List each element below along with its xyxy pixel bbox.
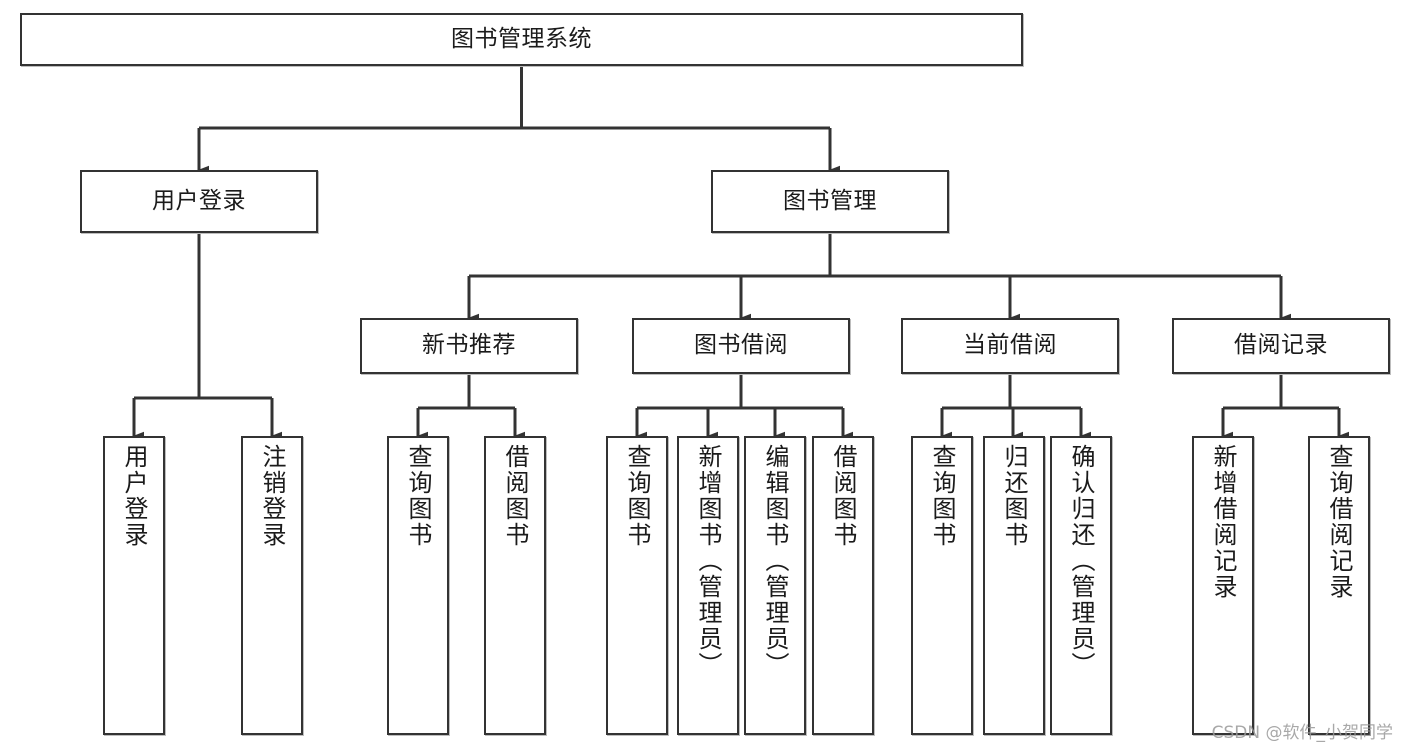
leaf-node-label: 注销登录 — [258, 444, 286, 548]
leaf-node[interactable]: 新增图书（管理员） — [677, 436, 739, 735]
node-current-borrow[interactable]: 当前借阅 — [901, 318, 1119, 374]
node-borrow-record-label: 借阅记录 — [1234, 332, 1328, 359]
node-new-book-recommend[interactable]: 新书推荐 — [360, 318, 578, 374]
node-new-book-recommend-label: 新书推荐 — [422, 332, 516, 359]
leaf-node[interactable]: 编辑图书（管理员） — [744, 436, 806, 735]
node-root[interactable]: 图书管理系统 — [20, 13, 1023, 66]
leaf-node-label: 查询借阅记录 — [1325, 444, 1353, 600]
leaf-node[interactable]: 新增借阅记录 — [1192, 436, 1254, 735]
leaf-node[interactable]: 注销登录 — [241, 436, 303, 735]
node-current-borrow-label: 当前借阅 — [963, 332, 1057, 359]
leaf-node[interactable]: 查询借阅记录 — [1308, 436, 1370, 735]
leaf-node[interactable]: 查询图书 — [606, 436, 668, 735]
leaf-node-label: 编辑图书（管理员） — [761, 444, 789, 678]
node-book-management[interactable]: 图书管理 — [711, 170, 949, 233]
leaf-node-label: 查询图书 — [928, 444, 956, 548]
leaf-node-label: 新增图书（管理员） — [694, 444, 722, 678]
node-user-login-label: 用户登录 — [152, 187, 246, 214]
leaf-node-label: 新增借阅记录 — [1209, 444, 1237, 600]
leaf-node-label: 查询图书 — [623, 444, 651, 548]
node-root-label: 图书管理系统 — [451, 25, 592, 52]
leaf-node-label: 用户登录 — [120, 444, 148, 548]
leaf-node[interactable]: 借阅图书 — [812, 436, 874, 735]
node-user-login[interactable]: 用户登录 — [80, 170, 318, 233]
leaf-node[interactable]: 用户登录 — [103, 436, 165, 735]
leaf-node-label: 确认归还（管理员） — [1067, 444, 1095, 678]
node-book-management-label: 图书管理 — [783, 187, 877, 214]
leaf-node[interactable]: 确认归还（管理员） — [1050, 436, 1112, 735]
node-borrow-record[interactable]: 借阅记录 — [1172, 318, 1390, 374]
leaf-node-label: 查询图书 — [404, 444, 432, 548]
leaf-node-label: 归还图书 — [1000, 444, 1028, 548]
leaf-node-label: 借阅图书 — [501, 444, 529, 548]
leaf-node-label: 借阅图书 — [829, 444, 857, 548]
leaf-node[interactable]: 借阅图书 — [484, 436, 546, 735]
leaf-node[interactable]: 查询图书 — [387, 436, 449, 735]
csdn-watermark: CSDN @软件_小贺同学 — [1211, 723, 1393, 743]
node-book-borrow-label: 图书借阅 — [694, 332, 788, 359]
node-book-borrow[interactable]: 图书借阅 — [632, 318, 850, 374]
leaf-node[interactable]: 归还图书 — [983, 436, 1045, 735]
leaf-node[interactable]: 查询图书 — [911, 436, 973, 735]
